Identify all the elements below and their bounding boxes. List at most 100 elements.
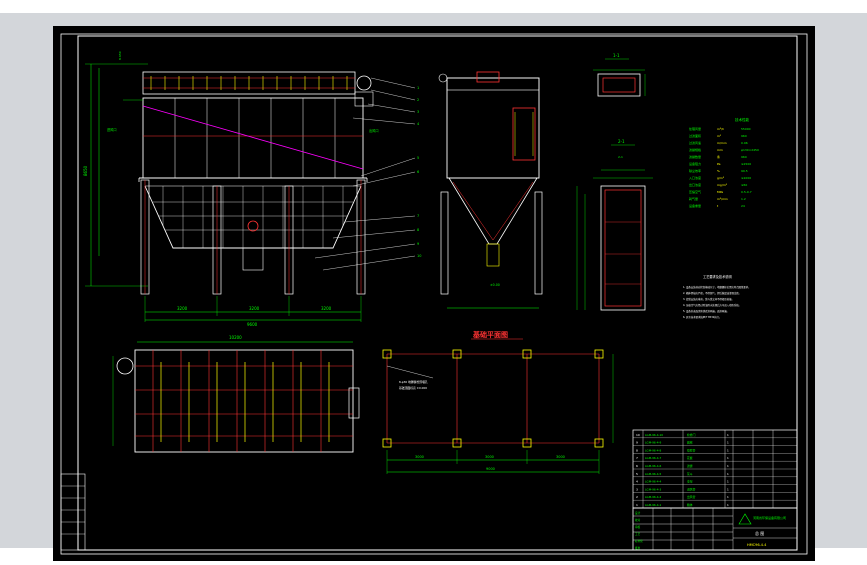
title-block-row: 校对 bbox=[635, 518, 641, 522]
part-index: 2 bbox=[636, 495, 638, 499]
part-qty: 1 bbox=[727, 487, 729, 491]
svg-text:5: 5 bbox=[417, 156, 419, 160]
part-name: 箱体 bbox=[687, 503, 693, 507]
title-block-row: 批准 bbox=[635, 546, 641, 550]
spec-row-unit: m² bbox=[717, 134, 722, 138]
drawing-number: HMC96-4.4 bbox=[747, 543, 767, 547]
part-code: LGM-96-4-8 bbox=[645, 448, 662, 452]
part-code: LGM-96-4-3 bbox=[645, 487, 662, 491]
spec-row-value: 960 bbox=[741, 134, 747, 138]
cad-drawing: 8650 bbox=[60, 33, 808, 555]
title-block-row: 设计 bbox=[635, 511, 641, 515]
spec-row-value: 0.96 bbox=[741, 141, 748, 145]
part-code: LGM-96-4-6 bbox=[645, 464, 662, 468]
foundation-dim-2: 3000 bbox=[485, 455, 494, 459]
svg-text:2: 2 bbox=[417, 98, 419, 102]
plan-view: 10200 bbox=[112, 335, 360, 453]
part-index: 5 bbox=[636, 472, 638, 476]
part-qty: 1 bbox=[727, 441, 729, 445]
note-line: 4. 压缩空气应经过除油除水处理后方可进入喷吹系统。 bbox=[683, 303, 741, 307]
spec-row-unit: m/min bbox=[717, 141, 727, 145]
part-name: 支架 bbox=[687, 480, 693, 484]
spec-row-unit: MPa bbox=[717, 190, 723, 194]
part-name: 出风管 bbox=[687, 495, 696, 499]
note-line: 3. 滤袋安装应垂直，袋与袋之间不得相互碰撞。 bbox=[683, 297, 734, 301]
spec-row-unit: 条 bbox=[717, 154, 720, 159]
spec-row-name: 滤袋数量 bbox=[689, 154, 701, 159]
part-qty: 1 bbox=[727, 433, 729, 437]
notes-title: 工艺要求及技术说明 bbox=[703, 274, 732, 279]
company-logo-icon bbox=[738, 513, 752, 525]
title-block-name: 总 图 bbox=[755, 530, 764, 536]
title-block-row: 工艺 bbox=[635, 532, 641, 536]
title-block-row: 标准化 bbox=[635, 539, 643, 543]
part-qty: 1 bbox=[727, 456, 729, 460]
spec-row-name: 出口浓度 bbox=[689, 182, 701, 187]
part-qty: 1 bbox=[727, 472, 729, 476]
title-block-row: 审核 bbox=[635, 525, 641, 529]
spec-row-value: 960 bbox=[741, 155, 747, 159]
spec-row-name: 除尘效率 bbox=[689, 168, 701, 173]
spec-row-value: 99.5 bbox=[741, 169, 748, 173]
part-name: 爬梯 bbox=[687, 441, 693, 445]
foundation-plan: 基础平面图 8-φ30 地脚螺栓预埋孔 基础顶面标高 ±0.000 bbox=[382, 330, 614, 474]
left-mini-block bbox=[60, 473, 86, 551]
dim-span-1-text: 3200 bbox=[177, 306, 188, 311]
spec-row-unit: m³/min bbox=[717, 197, 728, 201]
foundation-dim-total: 9000 bbox=[486, 467, 495, 471]
spec-row-unit: % bbox=[717, 169, 720, 173]
spec-row-unit: t bbox=[717, 204, 719, 208]
part-qty: 1 bbox=[727, 464, 729, 468]
elevation-label-base: ±0.00 bbox=[490, 283, 500, 287]
svg-text:4: 4 bbox=[417, 122, 420, 126]
spec-row-name: 设备重量 bbox=[689, 203, 701, 208]
dim-height-text: 8650 bbox=[83, 165, 88, 176]
spec-row-name: 滤袋规格 bbox=[689, 147, 701, 152]
spec-row-value: 55000 bbox=[741, 127, 751, 131]
part-index: 1 bbox=[636, 503, 638, 507]
spec-row-value: ≤1500 bbox=[741, 162, 751, 166]
part-code: LGM-96-4-2 bbox=[645, 495, 662, 499]
front-elevation: 8650 bbox=[83, 51, 421, 327]
spec-row-name: 过滤面积 bbox=[689, 133, 701, 138]
part-index: 8 bbox=[636, 448, 638, 452]
part-name: 喷吹管 bbox=[687, 448, 696, 452]
cad-viewport[interactable]: 8650 bbox=[0, 13, 867, 561]
foundation-note-2: 基础顶面标高 ±0.000 bbox=[399, 386, 427, 390]
spec-row-value: ≤50 bbox=[741, 183, 747, 187]
part-name: 进风管 bbox=[687, 487, 696, 491]
section-label-3: 2-1 bbox=[618, 155, 623, 159]
note-line: 5. 设备外表面涂防锈底漆两遍，面漆两遍。 bbox=[683, 309, 729, 313]
spec-row-name: 设备阻力 bbox=[689, 161, 701, 166]
svg-text:1: 1 bbox=[417, 86, 419, 90]
part-code: LGM-96-4-7 bbox=[645, 456, 662, 460]
part-code: LGM-96-4-5 bbox=[645, 472, 662, 476]
part-name: 滤袋 bbox=[687, 464, 693, 468]
dim-plan-width-text: 10200 bbox=[229, 335, 242, 340]
note-line: 6. 其余技术要求按JB/T 8532执行。 bbox=[683, 315, 721, 319]
inlet-label: 进风口 bbox=[107, 127, 117, 132]
part-index: 7 bbox=[636, 456, 638, 460]
section-label-2: 2-1 bbox=[618, 139, 625, 144]
spec-row-value: 0.5-0.7 bbox=[741, 190, 752, 194]
spec-row-name: 压缩空气 bbox=[689, 189, 701, 194]
part-code: LGM-96-4-10 bbox=[645, 433, 663, 437]
spec-row-name: 入口浓度 bbox=[689, 175, 701, 180]
dim-span-2-text: 3200 bbox=[249, 306, 260, 311]
svg-text:3: 3 bbox=[417, 110, 419, 114]
foundation-dim-1: 3000 bbox=[415, 455, 424, 459]
part-index: 10 bbox=[636, 433, 640, 437]
dim-span-3-text: 3200 bbox=[321, 306, 332, 311]
part-qty: 1 bbox=[727, 448, 729, 452]
section-1-1: 1-1 bbox=[593, 53, 646, 97]
part-qty: 1 bbox=[727, 480, 729, 484]
spec-row-value: 1.2 bbox=[741, 197, 746, 201]
svg-text:6: 6 bbox=[417, 170, 419, 174]
spec-row-unit: g/m³ bbox=[717, 176, 725, 180]
technical-notes: 工艺要求及技术说明 1. 设备安装前应检查基础尺寸，地脚螺栓位置应符合图纸要求。… bbox=[683, 274, 751, 319]
